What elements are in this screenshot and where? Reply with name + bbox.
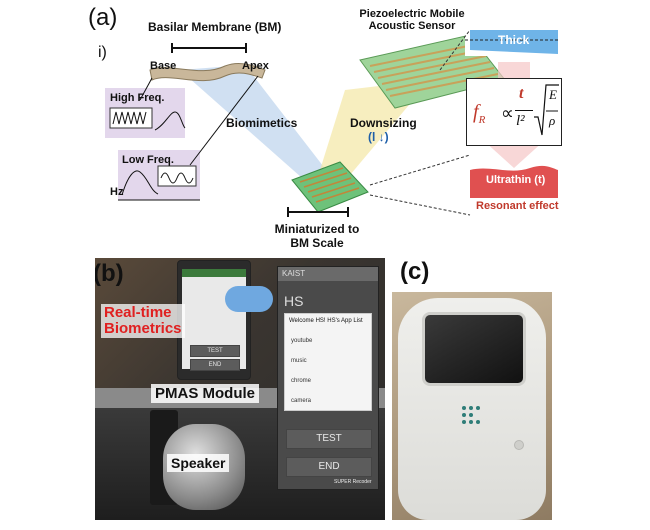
phone-screen-large: KAIST HS Welcome HS! HS's App List youtu… [277,266,379,490]
panel-c-photo [392,292,552,520]
device-button[interactable] [514,440,524,450]
pmas-title-line2: Acoustic Sensor [368,20,456,32]
sub-label: i) [98,44,107,61]
recorder-label: SUPER Recoder [334,479,372,485]
panel-b-photo: TEST END KAIST HS Welcome HS! HS's App L… [95,258,385,520]
biomimetics-projection [180,65,330,185]
app-list-item[interactable]: music [291,358,307,364]
thick-layer [470,30,558,54]
device-display [422,312,526,386]
miniaturized-line1: Miniaturized to [274,222,360,236]
app-list-title: Welcome HS! HS's App List [289,318,363,324]
miniaturized-caption: Miniaturized to BM Scale [262,222,372,250]
panel-a: (a) i) Basilar Membrane (BM) Base Apex H… [0,0,650,258]
screen-header: KAIST [282,269,306,278]
phone-small: TEST END [177,260,251,380]
panel-a-label: (a) [88,4,118,31]
base-label: Base [150,60,177,72]
app-list-item[interactable]: youtube [291,338,313,344]
speaker-label: Speaker [167,454,230,472]
resonance-formula: fR ∝ t l² E ρ [466,78,562,146]
formula-num: t [519,85,524,102]
miniaturized-line2: BM Scale [290,236,344,250]
ultrathin-layer [470,165,558,198]
device-logo-icon [462,406,480,424]
pmas-module-label: PMAS Module [151,384,259,403]
formula-E: E [549,87,557,102]
panel-a-diagram [105,28,560,217]
realtime-biometrics-label: Real-time Biometrics [101,304,185,338]
formula-den: l² [516,113,525,129]
low-freq-wave [160,172,194,184]
panel-b-label: (b) [95,260,124,287]
low-freq-label: Low Freq. [122,154,174,166]
basilar-membrane-ribbon [149,63,266,82]
downsizing-symbol: (l ↓) [368,130,389,144]
high-freq-label: High Freq. [110,92,165,104]
panel-c-label: (c) [400,258,430,285]
ultrathin-label: Ultrathin (t) [486,174,546,186]
high-freq-wave [112,111,147,125]
formula-rho: ρ [549,113,556,128]
formula-f: fR [473,101,486,126]
realtime-line2: Biometrics [104,320,182,337]
biomimetics-label: Biomimetics [226,116,298,130]
sqrt-symbol [534,84,559,136]
downsizing-label: Downsizing [350,116,417,130]
test-button[interactable]: TEST [286,429,372,449]
pmas-title-line1: Piezoelectric Mobile [359,8,465,20]
resonant-label: Resonant effect [476,200,559,212]
small-end-button[interactable]: END [190,359,240,371]
miniaturized-chip [291,161,369,213]
end-button[interactable]: END [286,457,372,477]
blue-glove [225,286,273,312]
realtime-line1: Real-time [104,304,172,321]
thick-label: Thick [498,33,530,47]
screen-title: HS [284,293,304,309]
app-list-panel: Welcome HS! HS's App List youtube music … [284,313,372,411]
app-list-item[interactable]: chrome [291,378,312,384]
apex-label: Apex [242,60,269,72]
app-list-item[interactable]: camera [291,398,312,404]
pmas-title: Piezoelectric Mobile Acoustic Sensor [352,8,472,32]
bm-title: Basilar Membrane (BM) [148,20,282,34]
hz-label: Hz [110,186,124,198]
formula-prop: ∝ [501,103,514,123]
small-test-button[interactable]: TEST [190,345,240,357]
